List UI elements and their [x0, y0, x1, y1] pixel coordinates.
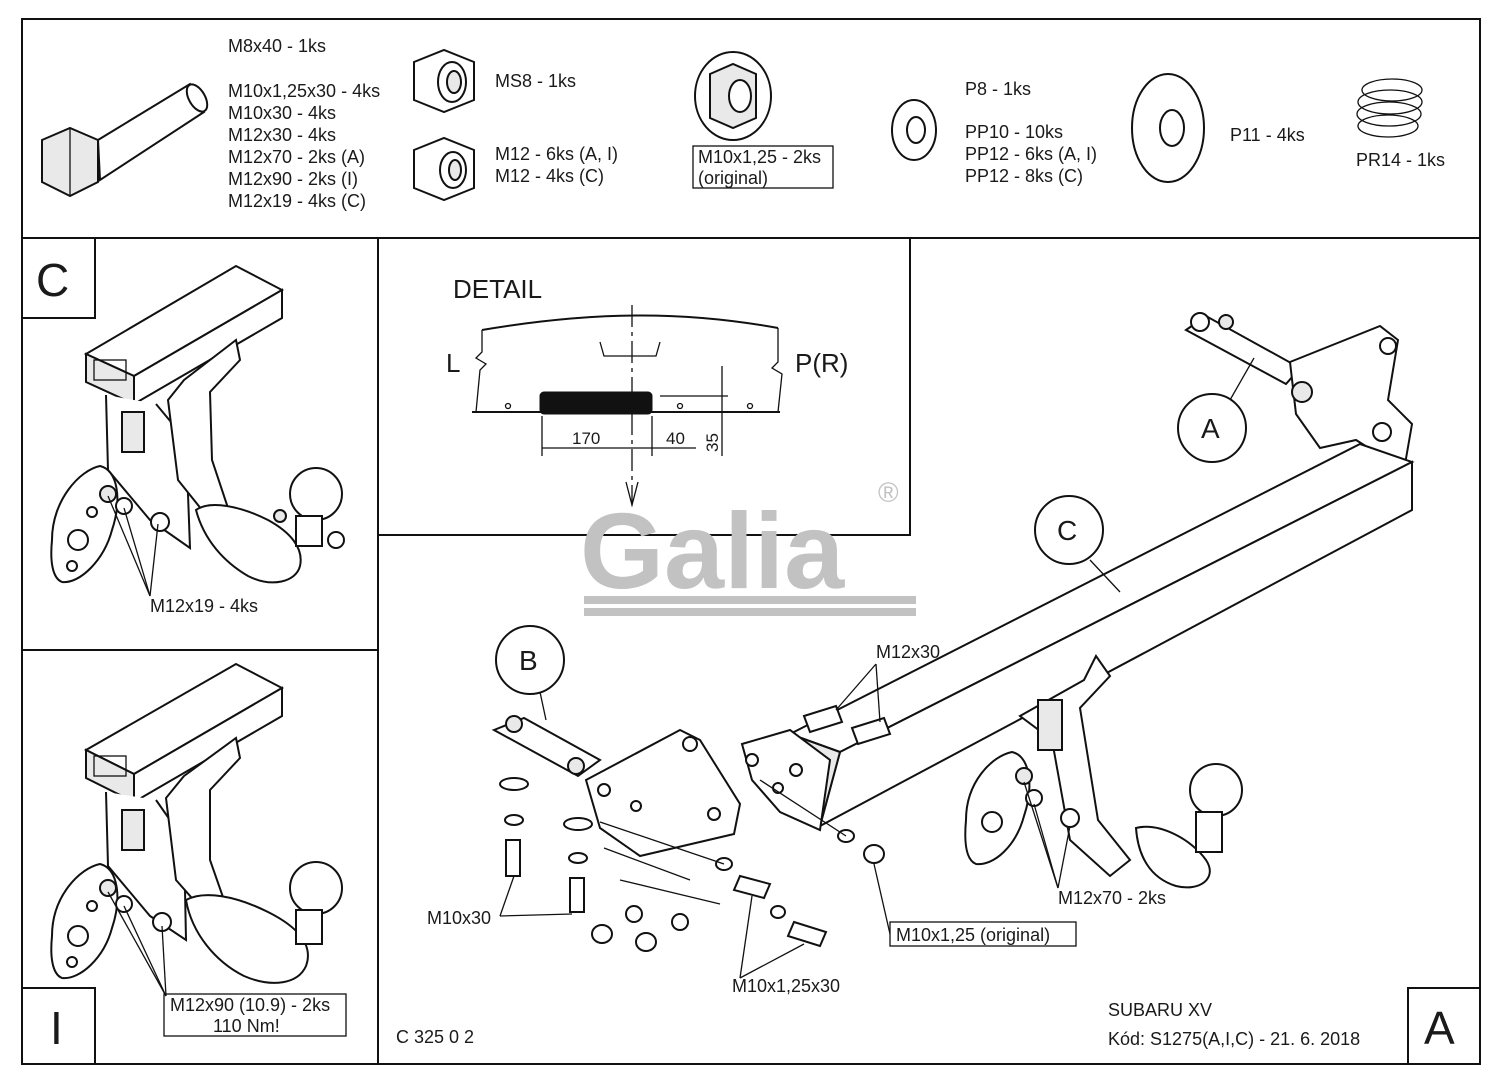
callout-circle-c [1034, 495, 1104, 565]
drawing-code: C 325 0 2 [396, 1027, 474, 1047]
tow-bar-variant-i-drawing [50, 662, 343, 984]
spring-washer-icon [1356, 78, 1423, 138]
torque-callout-box [163, 993, 347, 1037]
bolt-m12x30-icon [802, 704, 892, 746]
original-nut-box [692, 145, 834, 189]
dimension-35: 35 [703, 433, 722, 452]
panel-c-variant: C [36, 254, 345, 616]
left-mount-plate-drawing [740, 728, 832, 832]
assembly-guide-lines [599, 779, 847, 905]
callout-a-letter: A [1201, 413, 1220, 444]
nut-m12-label: M12 - 4ks (C) [495, 166, 604, 186]
parts-strip: M8x40 - 1ks M10x1,25x30 - 4ks M10x30 - 4… [41, 36, 1445, 211]
logo-text: Galia [580, 490, 845, 611]
bracket-b-drawing [491, 715, 742, 858]
callout-b-letter: B [519, 645, 538, 676]
bolt-m8-label: M8x40 - 1ks [228, 36, 326, 56]
panel-c-callout: M12x19 - 4ks [150, 596, 258, 616]
towball-variant-a-drawing [964, 654, 1243, 889]
detail-title: DETAIL [453, 274, 542, 304]
callout-c-letter: C [1057, 515, 1077, 546]
lock-nut-icon [413, 48, 475, 114]
bolt-size-item: M10x1,25x30 - 4ks [228, 81, 380, 101]
washer-pp-label: PP10 - 10ks [965, 122, 1063, 142]
hex-nut-icon [413, 136, 475, 202]
label-m10x125-original: M10x1,25 (original) [896, 925, 1050, 945]
detail-right-label: P(R) [795, 348, 848, 378]
callout-leaders [107, 891, 167, 997]
original-nut-label: (original) [698, 168, 768, 188]
main-assembly: A C M12x30 [427, 312, 1415, 996]
panel-c-letter: C [36, 254, 69, 306]
washer-pp-label: PP12 - 6ks (A, I) [965, 144, 1097, 164]
callout-circle-a [1177, 393, 1247, 463]
bolt-size-item: M12x70 - 2ks (A) [228, 147, 365, 167]
dimension-lines [541, 366, 728, 456]
large-washer-icon [1131, 73, 1205, 183]
original-nut-label: M10x1,25 - 2ks [698, 147, 821, 167]
label-m10x125x30: M10x1,25x30 [732, 976, 840, 996]
panel-i-variant: I M12x90 (10.9) - 2ks 110 N [50, 662, 347, 1054]
washer-pp-label: PP12 - 8ks (C) [965, 166, 1083, 186]
washer-p11-label: P11 - 4ks [1230, 125, 1305, 145]
bolt-size-item: M12x30 - 4ks [228, 125, 336, 145]
dimension-170: 170 [572, 429, 600, 448]
panel-i-callout: M12x90 (10.9) - 2ks [170, 995, 330, 1015]
flange-nut-icon [694, 51, 772, 141]
version-letter: A [1424, 1002, 1455, 1054]
washer-p8-label: P8 - 1ks [965, 79, 1031, 99]
bumper-section-drawing [472, 305, 783, 508]
detail-left-label: L [446, 348, 460, 378]
bolt-size-item: M12x90 - 2ks (I) [228, 169, 358, 189]
bolt-size-item: M10x30 - 4ks [228, 103, 336, 123]
galia-logo: Galia ® [580, 477, 916, 616]
tow-bar-variant-c-drawing [50, 264, 345, 584]
vehicle-model: SUBARU XV [1108, 1000, 1212, 1020]
drawing-frame [21, 18, 1481, 1065]
detail-panel: DETAIL L P(R) 170 40 35 [446, 274, 848, 508]
washer-icon [891, 99, 937, 161]
label-m12x30: M12x30 [876, 642, 940, 662]
nut-m12-label: M12 - 6ks (A, I) [495, 144, 618, 164]
product-code-date: Kód: S1275(A,I,C) - 21. 6. 2018 [1108, 1029, 1360, 1049]
title-block: C 325 0 2 SUBARU XV Kód: S1275(A,I,C) - … [396, 1000, 1455, 1054]
hex-bolt-icon [41, 82, 209, 198]
callout-leaders [107, 495, 159, 597]
logo-registered: ® [878, 477, 899, 508]
dimension-40: 40 [666, 429, 685, 448]
label-m10x30: M10x30 [427, 908, 491, 928]
label-m12x70: M12x70 - 2ks [1058, 888, 1166, 908]
bolt-size-list: M10x1,25x30 - 4ks M10x30 - 4ks M12x30 - … [228, 81, 380, 211]
bracket-a-drawing [1184, 312, 1414, 472]
spring-pr14-label: PR14 - 1ks [1356, 150, 1445, 170]
panel-i-letter: I [50, 1002, 63, 1054]
callout-circle-b [495, 625, 565, 695]
bolt-size-item: M12x19 - 4ks (C) [228, 191, 366, 211]
panel-i-torque: 110 Nm! [213, 1016, 280, 1036]
nut-ms8-label: MS8 - 1ks [495, 71, 576, 91]
